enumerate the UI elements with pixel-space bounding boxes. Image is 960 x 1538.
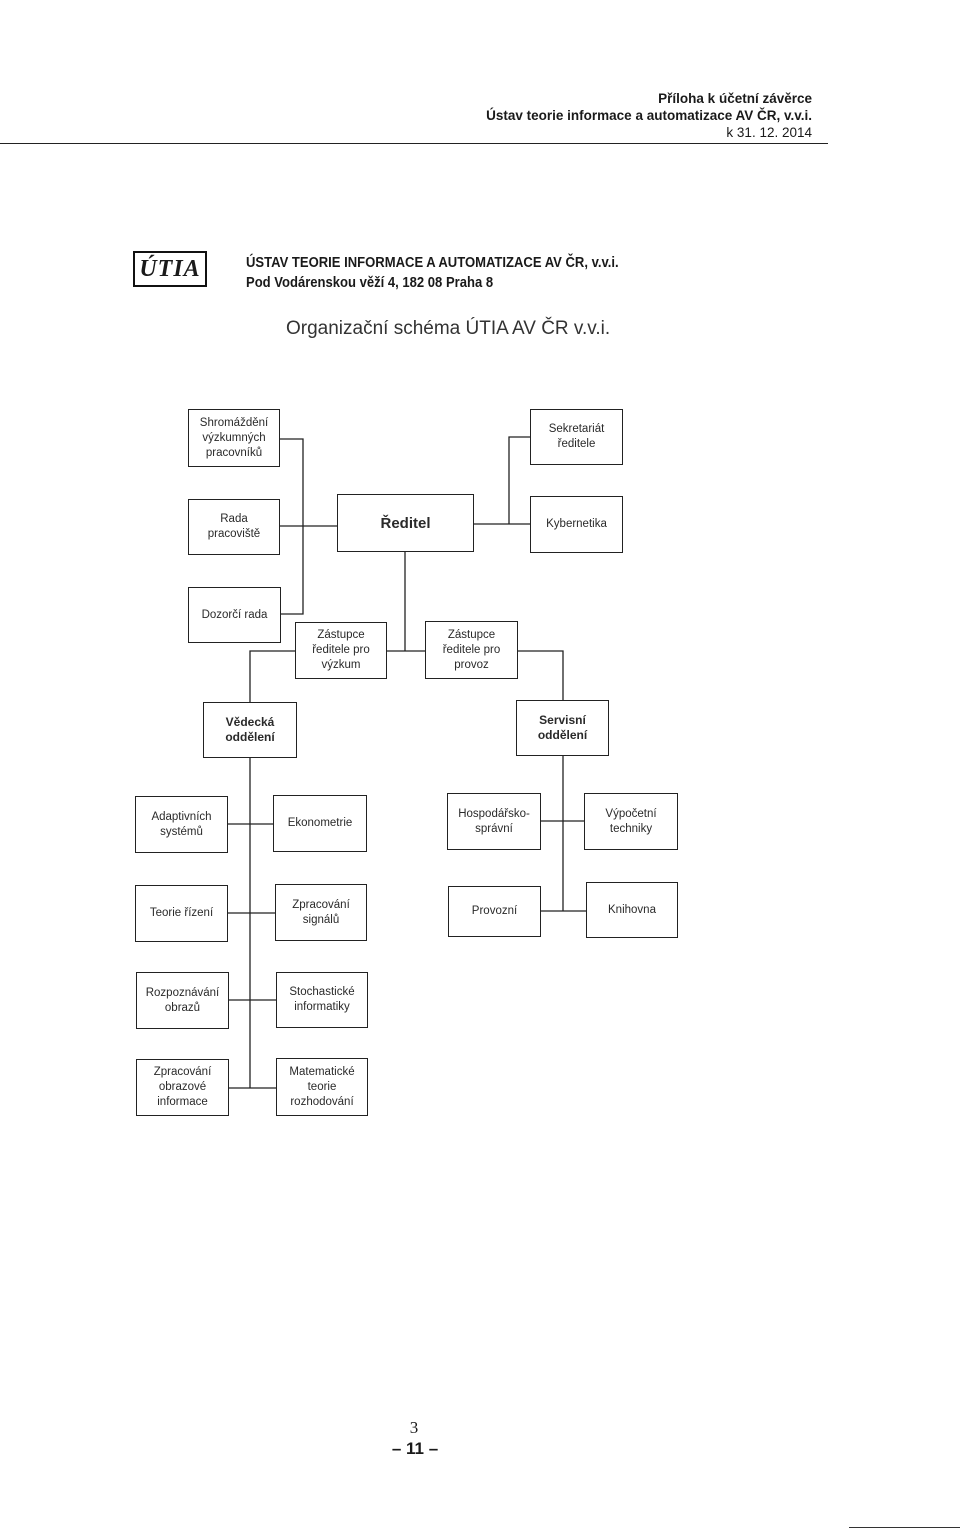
node-ekonometrie: Ekonometrie — [273, 795, 367, 852]
node-zastupce-vyzkum: Zástupce ředitele pro výzkum — [295, 622, 387, 679]
line-vyzkum-vedecka — [249, 650, 296, 702]
page-number: 3 — [409, 1418, 419, 1437]
institution-address: Pod Vodárenskou věží 4, 182 08 Praha 8 — [246, 275, 494, 291]
node-stochasticke: Stochastické informatiky — [276, 972, 368, 1028]
page-total: – 11 – — [391, 1439, 439, 1458]
node-knihovna: Knihovna — [586, 882, 678, 938]
node-teorie-rizeni: Teorie řízení — [135, 885, 228, 942]
node-matematicke: Matematické teorie rozhodování — [276, 1058, 368, 1116]
node-dozorci: Dozorčí rada — [188, 587, 281, 643]
utia-logo: ÚTIA — [133, 251, 207, 287]
node-vedecka: Vědecká oddělení — [203, 702, 297, 758]
line-provoz-servisni — [517, 650, 564, 700]
node-reditel: Ředitel — [337, 494, 474, 552]
header-line-2: Ústav teorie informace a automatizace AV… — [486, 108, 812, 123]
node-kybernetika: Kybernetika — [530, 496, 623, 553]
node-zpracovani-obrazove: Zpracování obrazové informace — [136, 1059, 229, 1116]
document-header: Příloha k účetní závěrce Ústav teorie in… — [252, 90, 812, 141]
node-zpracovani-signalu: Zpracování signálů — [275, 884, 367, 941]
org-chart-title: Organizační schéma ÚTIA AV ČR v.v.i. — [286, 318, 611, 339]
line-sekretariat — [508, 436, 530, 524]
node-provozni: Provozní — [448, 886, 541, 937]
institution-name: ÚSTAV TEORIE INFORMACE A AUTOMATIZACE AV… — [246, 255, 619, 271]
node-zastupce-provoz: Zástupce ředitele pro provoz — [425, 621, 518, 679]
header-date: k 31. 12. 2014 — [726, 125, 812, 140]
node-hospodarsko: Hospodářsko-správní — [447, 793, 541, 850]
node-vypocetni: Výpočetní techniky — [584, 793, 678, 850]
node-rada: Rada pracoviště — [188, 499, 280, 555]
node-sekretariat: Sekretariát ředitele — [530, 409, 623, 465]
institution-block: ÚSTAV TEORIE INFORMACE A AUTOMATIZACE AV… — [246, 253, 619, 293]
node-rozpoznavani: Rozpoznávání obrazů — [136, 972, 229, 1029]
node-adaptivnich: Adaptivních systémů — [135, 796, 228, 853]
node-shromazdeni: Shromáždění výzkumných pracovníků — [188, 409, 280, 467]
bottom-rule — [849, 1527, 960, 1528]
node-servisni: Servisní oddělení — [516, 700, 609, 756]
header-rule — [0, 143, 828, 144]
header-line-1: Příloha k účetní závěrce — [658, 91, 812, 106]
